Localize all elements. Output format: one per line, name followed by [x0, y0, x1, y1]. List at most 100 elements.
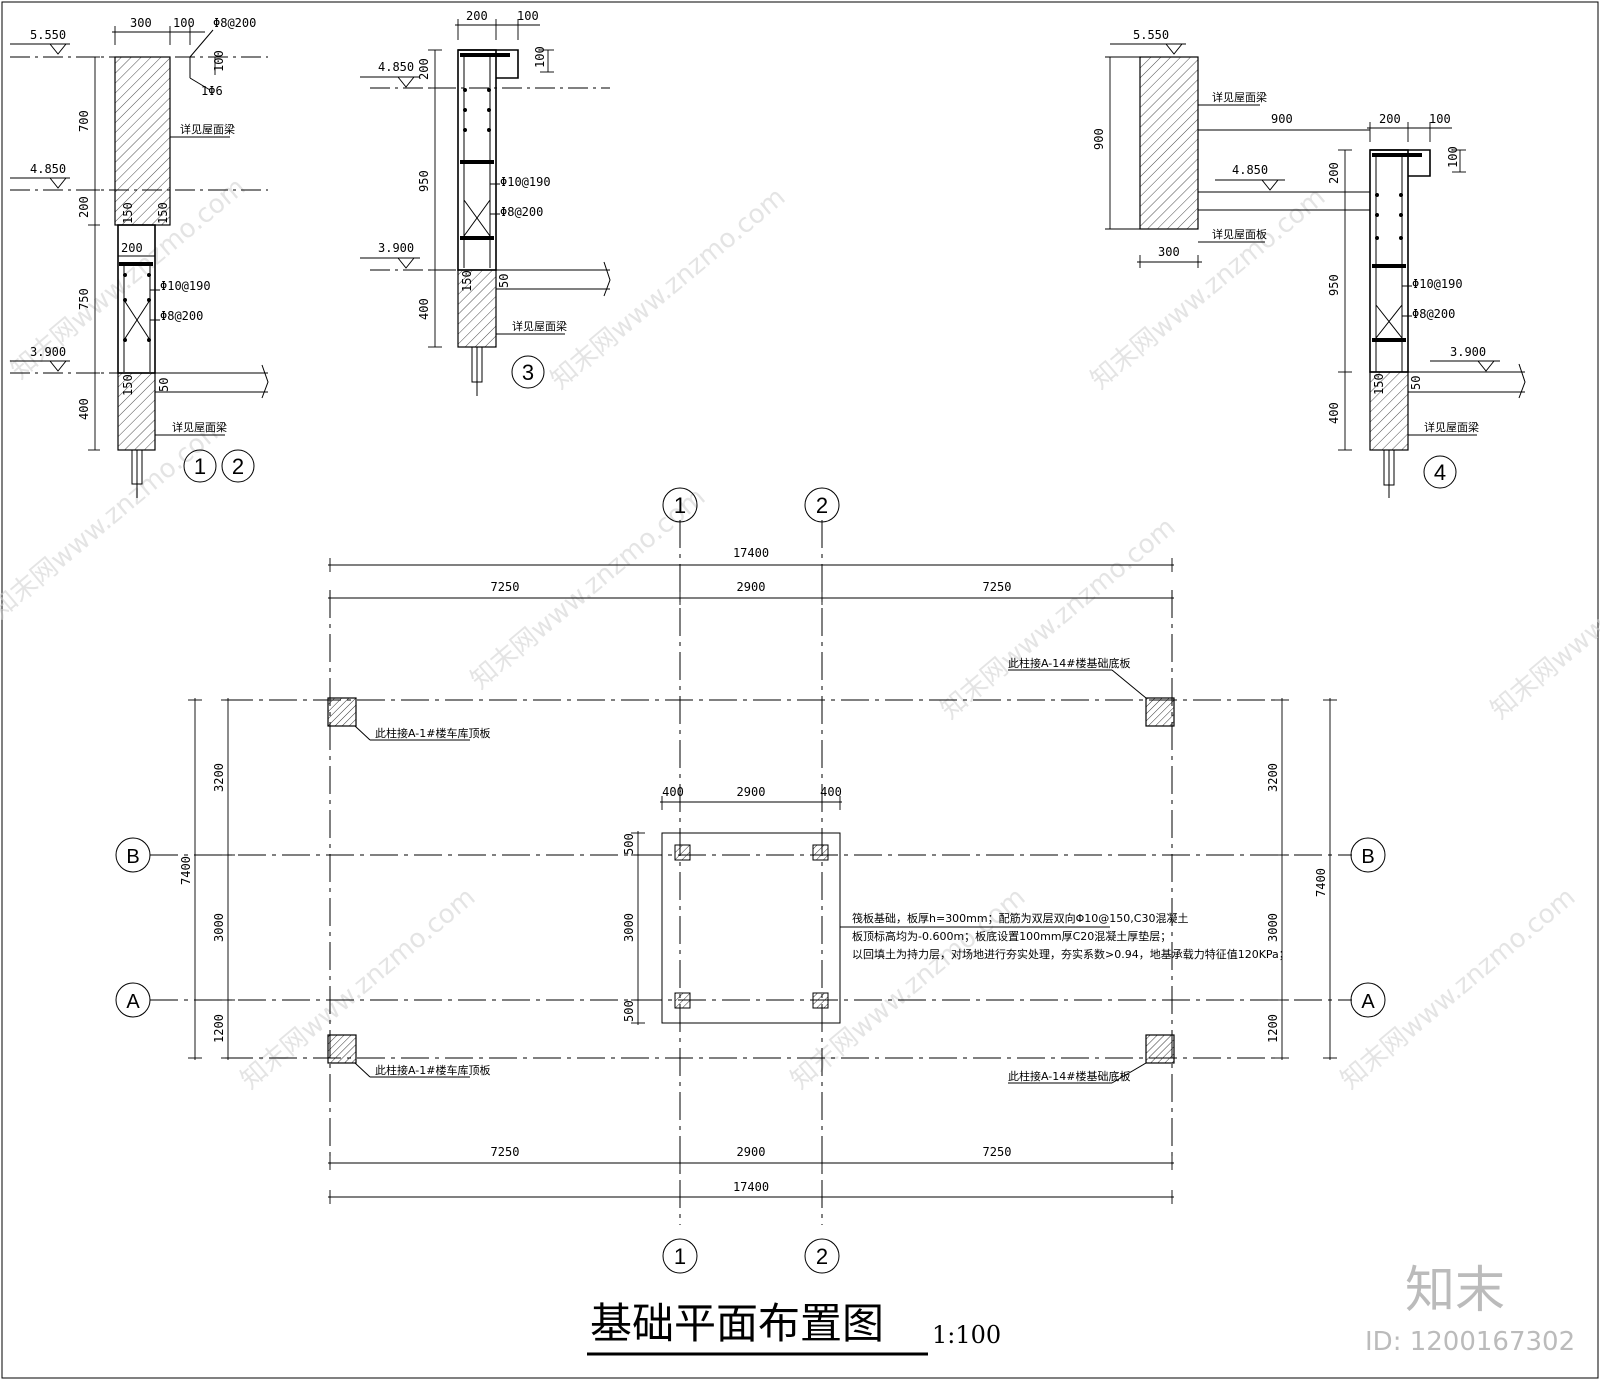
svg-text:17400: 17400 [733, 546, 769, 560]
svg-text:950: 950 [417, 170, 431, 192]
svg-text:此柱接A-14#楼基础底板: 此柱接A-14#楼基础底板 [1008, 656, 1130, 670]
svg-text:7400: 7400 [179, 856, 193, 885]
section-tag [511, 355, 545, 389]
raft-slab-outline [661, 832, 841, 1024]
grid-bubble-a-right [1350, 982, 1386, 1018]
grid-bubble-1-bottom [662, 1238, 698, 1274]
svg-text:200: 200 [1327, 162, 1341, 184]
raft-note-2: 板顶标高均为-0.600m；板底设置100mm厚C20混凝土厚垫层； [852, 929, 1171, 943]
svg-text:400: 400 [662, 785, 684, 799]
section-1-2: 5.550 4.850 3.900 700 200 750 400 300 10… [10, 16, 269, 498]
svg-text:200: 200 [77, 196, 91, 218]
svg-text:3200: 3200 [1266, 763, 1280, 792]
grid-bubble-b-right [1350, 837, 1386, 873]
section-tag [221, 449, 255, 483]
watermark-text: 知末网www.znzmo.com [1335, 882, 1581, 1095]
svg-text:3200: 3200 [212, 763, 226, 792]
svg-text:7250: 7250 [491, 580, 520, 594]
svg-text:7250: 7250 [983, 1145, 1012, 1159]
section-4: 5.550 900 详见屋面梁 900 4.850 详见屋面板 300 [1092, 28, 1526, 498]
svg-text:详见屋面梁: 详见屋面梁 [1212, 90, 1267, 104]
parapet-block [114, 56, 171, 226]
svg-text:400: 400 [820, 785, 842, 799]
svg-text:7250: 7250 [491, 1145, 520, 1159]
column-tl [327, 697, 357, 727]
svg-text:200: 200 [466, 9, 488, 23]
svg-text:50: 50 [497, 274, 511, 288]
watermark-text: 知末网www.znzmo.com [1485, 512, 1600, 725]
svg-text:2: 2 [232, 454, 244, 479]
svg-text:Φ8@200: Φ8@200 [160, 309, 203, 323]
svg-text:500: 500 [622, 833, 636, 855]
svg-text:150: 150 [121, 202, 135, 224]
svg-text:3000: 3000 [212, 913, 226, 942]
svg-text:300: 300 [130, 16, 152, 30]
svg-text:7250: 7250 [983, 580, 1012, 594]
svg-text:B: B [1361, 846, 1374, 868]
svg-text:7400: 7400 [1314, 868, 1328, 897]
level-label: 5.550 [30, 28, 66, 42]
svg-text:300: 300 [1158, 245, 1180, 259]
brand-id: ID: 1200167302 [1365, 1327, 1575, 1357]
svg-text:1: 1 [674, 493, 686, 518]
raft-note-3: 以回填土为持力层，对场地进行夯实处理，夯实系数>0.94，地基承载力特征值120… [852, 947, 1290, 961]
svg-text:此柱接A-1#楼车库顶板: 此柱接A-1#楼车库顶板 [375, 1063, 490, 1077]
svg-text:100: 100 [173, 16, 195, 30]
raft-note-1: 筏板基础，板厚h=300mm；配筋为双层双向Φ10@150,C30混凝土 [852, 911, 1188, 925]
grid-bubble-2-top [804, 487, 840, 523]
svg-text:2: 2 [816, 1244, 828, 1269]
svg-text:50: 50 [157, 378, 171, 392]
level-label: 4.850 [30, 162, 66, 176]
grid-bubble-2-bottom [804, 1238, 840, 1274]
svg-text:750: 750 [77, 288, 91, 310]
svg-text:1200: 1200 [1266, 1014, 1280, 1043]
brand-logo: 知末 [1405, 1261, 1505, 1319]
grid-bubble-b-left [115, 837, 151, 873]
svg-text:Φ10@190: Φ10@190 [1412, 277, 1463, 291]
watermark-text: 知末网www.znzmo.com [0, 412, 231, 625]
svg-text:Φ8@200: Φ8@200 [1412, 307, 1455, 321]
svg-text:1: 1 [194, 454, 206, 479]
svg-text:100: 100 [517, 9, 539, 23]
column-br [1145, 1034, 1175, 1064]
svg-text:950: 950 [1327, 274, 1341, 296]
svg-text:3.900: 3.900 [1450, 345, 1486, 359]
section-tag [183, 449, 217, 483]
drawing-scale: 1:100 [932, 1321, 1001, 1349]
svg-text:17400: 17400 [733, 1180, 769, 1194]
svg-text:200: 200 [417, 58, 431, 80]
watermark-text: 知末网www.znzmo.com [935, 512, 1181, 725]
svg-text:100: 100 [1429, 112, 1451, 126]
svg-text:900: 900 [1271, 112, 1293, 126]
level-label: 3.900 [30, 345, 66, 359]
svg-text:150: 150 [156, 202, 170, 224]
svg-text:900: 900 [1092, 128, 1106, 150]
svg-text:详见屋面板: 详见屋面板 [1212, 227, 1267, 241]
section-3: 4.850 3.900 200 950 400 200 100 100 Φ10@… [360, 9, 611, 396]
column-bl [327, 1034, 357, 1064]
svg-text:2900: 2900 [737, 785, 766, 799]
watermark-text: 知末网www.znzmo.com [1085, 182, 1331, 395]
svg-text:150: 150 [121, 374, 135, 396]
svg-text:Φ10@190: Φ10@190 [160, 279, 211, 293]
svg-text:500: 500 [622, 1000, 636, 1022]
svg-text:3: 3 [522, 360, 534, 385]
svg-text:4: 4 [1434, 460, 1446, 485]
title-block: 基础平面布置图 1:100 [587, 1299, 1001, 1356]
svg-text:150: 150 [460, 270, 474, 292]
svg-text:4.850: 4.850 [1232, 163, 1268, 177]
svg-text:400: 400 [77, 398, 91, 420]
svg-text:Φ8@200: Φ8@200 [500, 205, 543, 219]
svg-text:5.550: 5.550 [1133, 28, 1169, 42]
grid-bubble-a-left [115, 982, 151, 1018]
svg-text:100: 100 [212, 50, 226, 72]
svg-text:50: 50 [1409, 376, 1423, 390]
svg-text:B: B [126, 846, 139, 868]
drawing-title: 基础平面布置图 [590, 1299, 884, 1348]
svg-text:4.850: 4.850 [378, 60, 414, 74]
svg-text:1: 1 [674, 1244, 686, 1269]
svg-text:详见屋面梁: 详见屋面梁 [1424, 420, 1479, 434]
svg-text:3000: 3000 [1266, 913, 1280, 942]
